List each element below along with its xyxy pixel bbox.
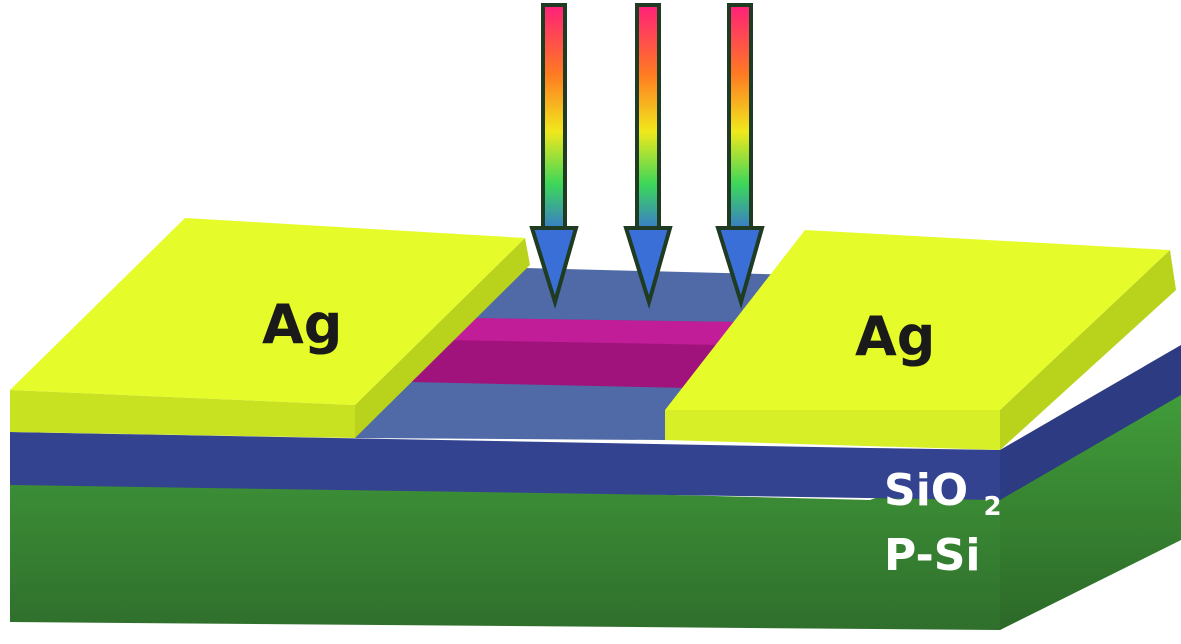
substrate-front <box>10 395 1181 630</box>
right-electrode-side <box>1000 250 1176 450</box>
right-electrode-top <box>665 230 1170 410</box>
oxide-label: SiO 2 <box>884 465 1002 522</box>
right-electrode-front <box>665 410 1000 450</box>
channel-highlight <box>448 318 740 345</box>
light-arrow-3 <box>715 3 765 310</box>
light-arrow-2 <box>623 3 673 310</box>
oxide-layer-side <box>1000 345 1181 500</box>
substrate-side <box>870 395 1181 630</box>
left-electrode-label: Ag <box>262 293 342 356</box>
substrate-label: P-Si <box>884 530 981 581</box>
oxide-label-main: SiO <box>884 465 968 516</box>
oxide-label-subscript: 2 <box>984 492 1002 522</box>
left-electrode-side <box>355 238 530 438</box>
left-electrode-top <box>10 218 525 405</box>
light-arrow-1 <box>529 3 579 310</box>
left-electrode-edge <box>10 390 355 438</box>
right-electrode-label: Ag <box>855 305 935 368</box>
oxide-layer-front <box>10 432 1000 500</box>
